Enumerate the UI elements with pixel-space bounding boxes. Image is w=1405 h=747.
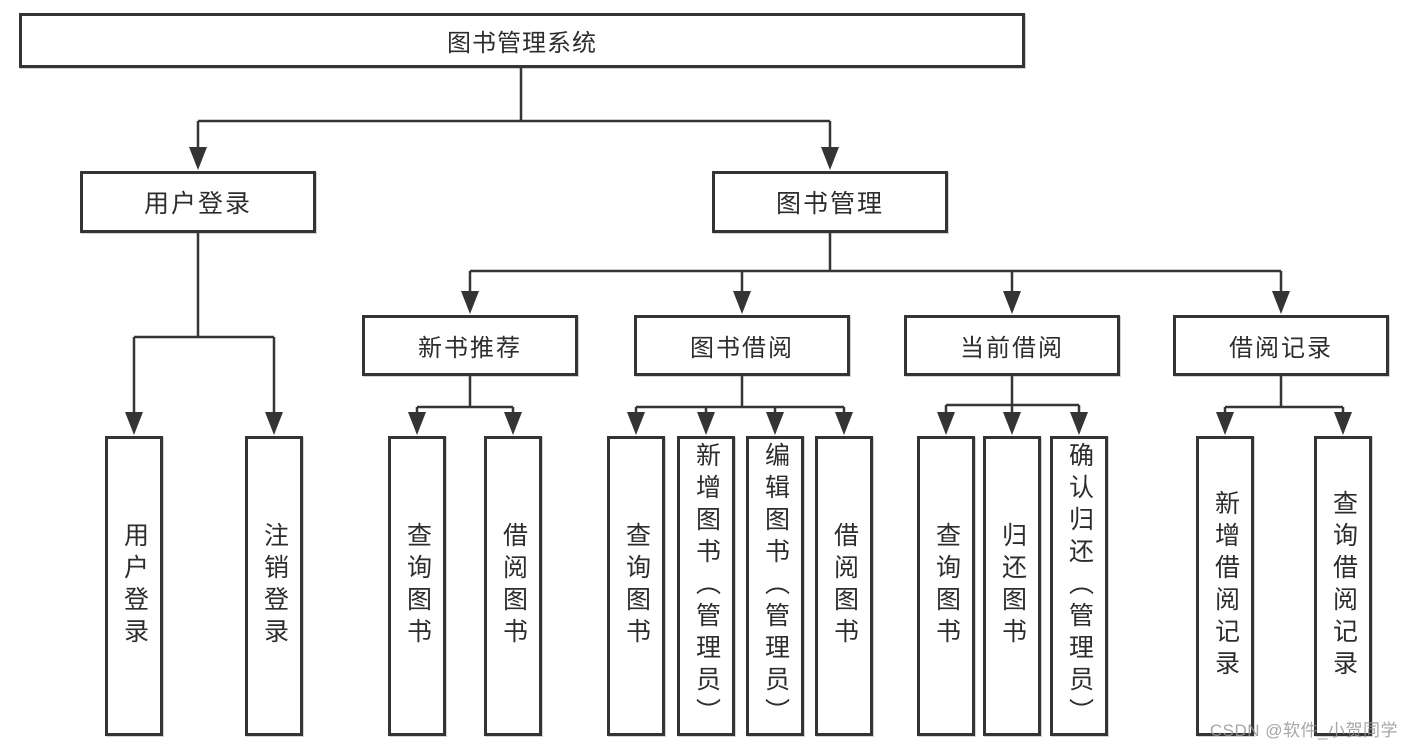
arrowhead-down (189, 147, 207, 170)
leaf-logout: 注销登录 (245, 436, 303, 736)
arrowhead-down (835, 412, 853, 435)
leaf-nb-query-books: 查询图书 (388, 436, 446, 736)
leaf-nb-query-books-label: 查询图书 (403, 522, 432, 650)
arrowhead-down (1003, 412, 1021, 435)
arrowhead-down (821, 147, 839, 170)
node-new-book-recommend-label: 新书推荐 (418, 335, 522, 362)
node-borrow-records-label: 借阅记录 (1229, 335, 1333, 362)
arrowhead-down (627, 412, 645, 435)
node-book-management: 图书管理 (712, 171, 948, 233)
node-root-label: 图书管理系统 (447, 30, 597, 57)
leaf-br-query-record: 查询借阅记录 (1314, 436, 1372, 736)
leaf-nb-borrow-books: 借阅图书 (484, 436, 542, 736)
connector-segments (132, 68, 1345, 416)
arrowhead-down (265, 412, 283, 435)
node-book-borrow: 图书借阅 (634, 315, 850, 376)
leaf-bb-borrow-books: 借阅图书 (815, 436, 873, 736)
node-root-system: 图书管理系统 (19, 13, 1025, 68)
node-book-borrow-label: 图书借阅 (690, 335, 794, 362)
arrowhead-down (1272, 291, 1290, 314)
arrowhead-down (504, 412, 522, 435)
leaf-bb-query-books: 查询图书 (607, 436, 665, 736)
leaf-bb-add-books-admin-label: 新增图书（管理员） (692, 442, 721, 730)
arrowhead-down (1334, 412, 1352, 435)
leaf-bb-add-books-admin: 新增图书（管理员） (677, 436, 735, 736)
leaf-cb-query-books-label: 查询图书 (932, 522, 961, 650)
leaf-br-add-record: 新增借阅记录 (1196, 436, 1254, 736)
leaf-br-add-record-label: 新增借阅记录 (1211, 490, 1240, 682)
watermark: CSDN @软件_小贺同学 (1209, 721, 1398, 740)
arrowhead-down (937, 412, 955, 435)
leaf-br-query-record-label: 查询借阅记录 (1329, 490, 1358, 682)
leaf-logout-label: 注销登录 (260, 522, 289, 650)
arrowhead-down (697, 412, 715, 435)
node-borrow-records: 借阅记录 (1173, 315, 1389, 376)
arrowhead-down (408, 412, 426, 435)
leaf-nb-borrow-books-label: 借阅图书 (499, 522, 528, 650)
leaf-cb-confirm-return-admin: 确认归还（管理员） (1050, 436, 1108, 736)
node-book-management-label: 图书管理 (775, 190, 884, 218)
leaf-user-login: 用户登录 (105, 436, 163, 736)
arrowhead-down (461, 291, 479, 314)
node-current-borrow-label: 当前借阅 (960, 335, 1064, 362)
leaf-cb-return-books: 归还图书 (983, 436, 1041, 736)
leaf-bb-edit-books-admin-label: 编辑图书（管理员） (761, 442, 790, 730)
arrowheads (125, 147, 1352, 435)
arrowhead-down (1070, 412, 1088, 435)
leaf-bb-query-books-label: 查询图书 (622, 522, 651, 650)
leaf-bb-edit-books-admin: 编辑图书（管理员） (746, 436, 804, 736)
arrowhead-down (125, 412, 143, 435)
leaf-cb-query-books: 查询图书 (917, 436, 975, 736)
arrowhead-down (733, 291, 751, 314)
leaf-bb-borrow-books-label: 借阅图书 (830, 522, 859, 650)
node-new-book-recommend: 新书推荐 (362, 315, 578, 376)
node-user-login-group-label: 用户登录 (143, 190, 252, 218)
arrowhead-down (1216, 412, 1234, 435)
arrowhead-down (1003, 291, 1021, 314)
arrowhead-down (766, 412, 784, 435)
node-user-login-group: 用户登录 (80, 171, 316, 233)
leaf-cb-confirm-return-admin-label: 确认归还（管理员） (1065, 442, 1094, 730)
leaf-user-login-label: 用户登录 (120, 522, 149, 650)
leaf-cb-return-books-label: 归还图书 (998, 522, 1027, 650)
node-current-borrow: 当前借阅 (904, 315, 1120, 376)
